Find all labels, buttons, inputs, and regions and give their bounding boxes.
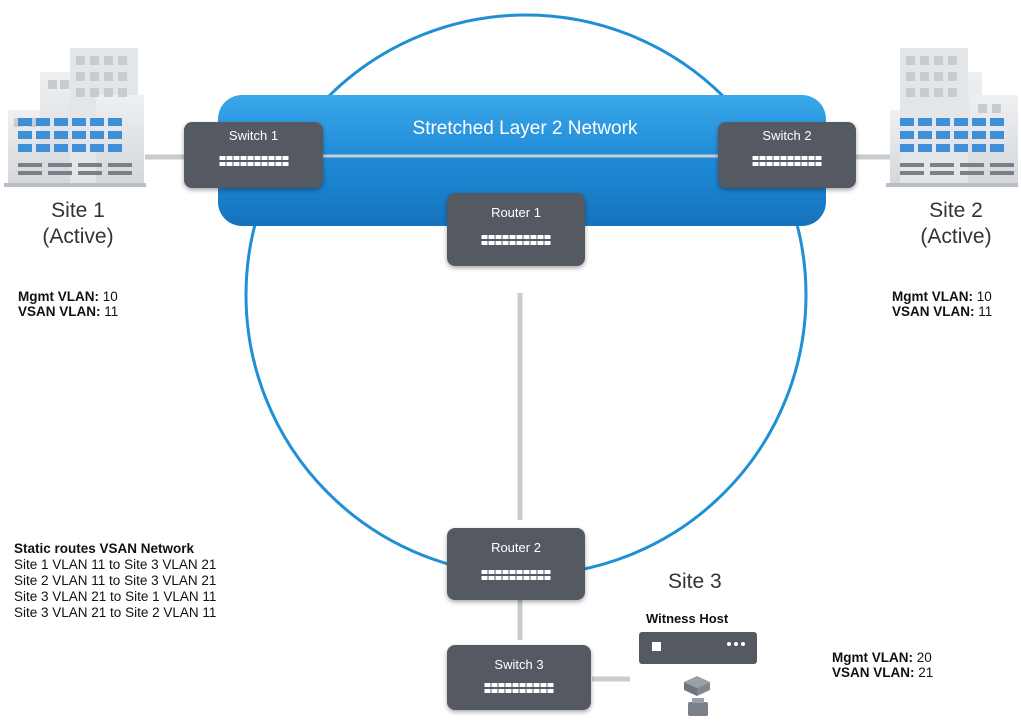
router-1-label: Router 1 bbox=[491, 205, 541, 220]
witness-host-label: Witness Host bbox=[646, 611, 729, 626]
site2-building-icon bbox=[886, 48, 1018, 187]
site-3-label: Site 3 bbox=[668, 570, 722, 593]
site-1-vsan-label: VSAN VLAN: bbox=[18, 304, 101, 319]
site-3-vsan-label: VSAN VLAN: bbox=[832, 665, 915, 680]
switch-3-ports bbox=[484, 683, 554, 693]
site-2-vlans: Mgmt VLAN: 10 VSAN VLAN: 11 bbox=[892, 289, 992, 319]
site-2-status: (Active) bbox=[920, 225, 992, 248]
switch-1-label: Switch 1 bbox=[228, 128, 279, 143]
site-3-mgmt-label: Mgmt VLAN: bbox=[832, 650, 913, 665]
site-1-vlans: Mgmt VLAN: 10 VSAN VLAN: 11 bbox=[18, 289, 118, 319]
router-2[interactable]: Router 2 bbox=[447, 528, 585, 600]
site-1-status: (Active) bbox=[42, 225, 114, 248]
site-3-vsan-value: 21 bbox=[918, 665, 934, 680]
static-routes-title: Static routes VSAN Network bbox=[14, 541, 195, 556]
vm-stack-icon bbox=[684, 676, 710, 716]
site-3-vlans: Mgmt VLAN: 20 VSAN VLAN: 21 bbox=[832, 650, 933, 680]
site-2-name: Site 2 bbox=[929, 199, 983, 222]
site-2-mgmt-label: Mgmt VLAN: bbox=[892, 289, 973, 304]
switch-2-label: Switch 2 bbox=[762, 128, 812, 143]
site-2-vsan-value: 11 bbox=[978, 304, 993, 319]
site-2-label: Site 2 (Active) bbox=[886, 198, 1021, 250]
site1-building-icon bbox=[4, 48, 146, 187]
witness-host-icon bbox=[639, 632, 757, 664]
stretched-l2-band bbox=[218, 95, 826, 226]
router-1[interactable]: Router 1 bbox=[447, 193, 585, 266]
site-1-vsan-value: 11 bbox=[104, 304, 119, 319]
site-3-mgmt-value: 20 bbox=[916, 650, 932, 665]
switch-1-ports bbox=[219, 156, 288, 166]
switch-1[interactable]: Switch 1 bbox=[184, 122, 323, 188]
stretched-l2-title: Stretched Layer 2 Network bbox=[412, 118, 638, 139]
static-route-item: Site 3 VLAN 21 to Site 2 VLAN 11 bbox=[14, 605, 217, 620]
site-1-label: Site 1 (Active) bbox=[8, 198, 148, 250]
static-route-item: Site 1 VLAN 11 to Site 3 VLAN 21 bbox=[14, 557, 217, 572]
site-1-mgmt-value: 10 bbox=[102, 289, 118, 304]
site-2-vsan-label: VSAN VLAN: bbox=[892, 304, 975, 319]
router-2-ports bbox=[481, 570, 551, 580]
static-routes: Static routes VSAN Network Site 1 VLAN 1… bbox=[14, 541, 216, 621]
site-1-name: Site 1 bbox=[51, 199, 105, 222]
switch-2-ports bbox=[752, 156, 822, 166]
router-2-label: Router 2 bbox=[491, 540, 541, 555]
static-route-item: Site 2 VLAN 11 to Site 3 VLAN 21 bbox=[14, 573, 217, 588]
switch-3[interactable]: Switch 3 bbox=[447, 645, 591, 710]
switch-2[interactable]: Switch 2 bbox=[718, 122, 856, 188]
switch-3-label: Switch 3 bbox=[494, 657, 544, 672]
static-route-item: Site 3 VLAN 21 to Site 1 VLAN 11 bbox=[14, 589, 217, 604]
router-1-ports bbox=[481, 235, 551, 245]
site-2-mgmt-value: 10 bbox=[976, 289, 992, 304]
site-1-mgmt-label: Mgmt VLAN: bbox=[18, 289, 99, 304]
